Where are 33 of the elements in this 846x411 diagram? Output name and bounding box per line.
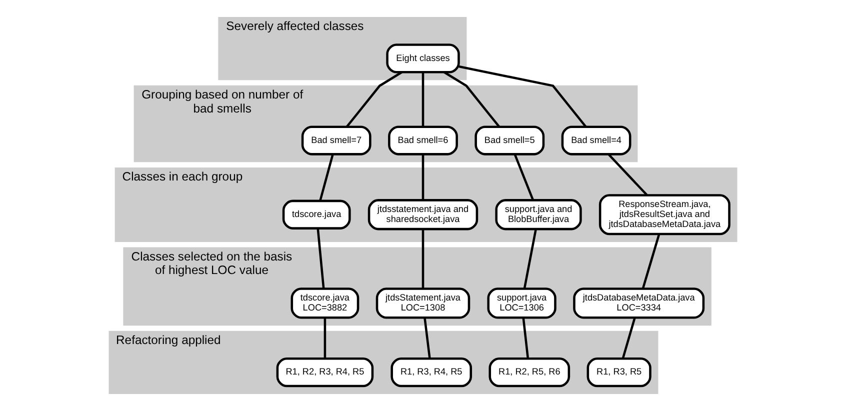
node-box: tdscore.java LOC=3882 [290,288,360,319]
connector [422,154,424,200]
node-box: R1, R3, R4, R5 [390,358,472,388]
connector [622,317,636,359]
node-box: jtdsDatabaseMetaData.java LOC=3334 [573,288,705,319]
node-box: Bad smell=6 [388,126,458,156]
node-box: jtdsstatement.java and sharedsocket.java [368,199,478,230]
connector [458,65,587,128]
node-box: R1, R2, R3, R4, R5 [276,358,374,388]
node-box: Eight classes [386,44,460,74]
node-box: support.java and BlobBuffer.java [495,199,582,230]
connector [523,228,537,289]
node-box: R1, R2, R5, R6 [488,358,570,388]
connector [522,317,530,359]
connector [642,234,660,289]
node-box: Bad smell=7 [301,126,372,156]
connector [514,154,534,200]
node-box: Bad smell=4 [561,126,632,156]
node-box: ResponseStream.java, jtdsResultSet.java and jtdsDatabaseMetaData.java [598,194,730,236]
connector [324,318,326,359]
connector [346,71,402,128]
connector [422,72,424,127]
node-box: tdscore.java [282,200,351,230]
node-box: jtdsStatement.java LOC=1308 [376,288,470,319]
connector [444,71,500,128]
node-box: support.java LOC=1306 [487,288,556,319]
connector [424,317,431,359]
node-box: R1, R3, R5 [586,358,652,388]
connector [316,228,325,289]
node-box: Bad smell=5 [474,126,545,156]
connector [422,229,424,289]
connector [319,154,334,202]
connector [608,153,648,196]
